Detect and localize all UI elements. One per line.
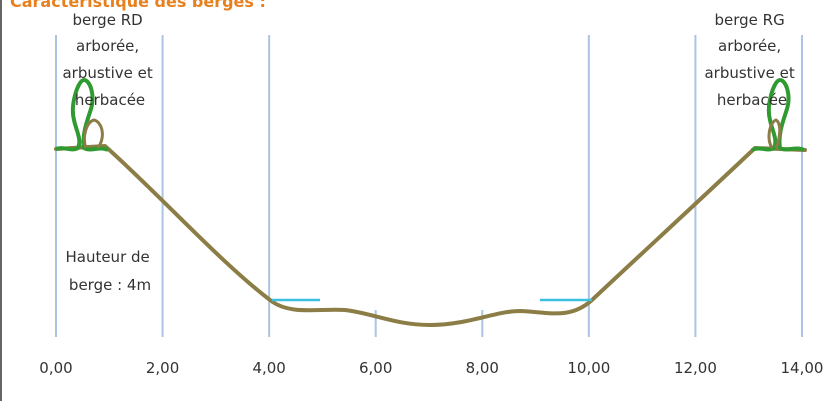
right-bank-label: berge RG arborée, arbustive et herbacée [704, 11, 799, 109]
x-tick-label: 0,00 [39, 359, 72, 377]
right-bank-line-4: herbacée [717, 91, 787, 109]
x-axis-tick-labels: 0,00 2,00 4,00 6,00 8,00 10,00 12,00 14,00 [39, 359, 823, 377]
right-bank-line-2: arborée, [718, 37, 781, 55]
x-tick-label: 12,00 [674, 359, 717, 377]
bank-height-line-1: Hauteur de [65, 248, 149, 266]
channel-profile [54, 144, 807, 327]
left-bank-label: berge RD arborée, arbustive et herbacée [62, 11, 157, 109]
x-tick-label: 14,00 [781, 359, 824, 377]
x-tick-label: 10,00 [567, 359, 610, 377]
right-bank-line-3: arbustive et [704, 64, 794, 82]
x-tick-label: 2,00 [146, 359, 179, 377]
vertical-gridlines [55, 35, 803, 337]
right-bank-line-1: berge RG [715, 11, 785, 29]
left-bank-line-2: arborée, [76, 37, 139, 55]
tree-shrub-icon [751, 77, 805, 152]
left-bank-line-3: arbustive et [62, 64, 152, 82]
bank-height-label: Hauteur de berge : 4m [65, 248, 154, 294]
x-tick-label: 8,00 [466, 359, 499, 377]
tree-shrub-icon [55, 77, 109, 152]
page-title: Caractéristique des berges : [10, 0, 266, 11]
left-bank-line-4: herbacée [75, 91, 145, 109]
x-tick-label: 6,00 [359, 359, 392, 377]
left-bank-line-1: berge RD [73, 11, 143, 29]
bank-height-line-2: berge : 4m [69, 276, 151, 294]
x-tick-label: 4,00 [252, 359, 285, 377]
